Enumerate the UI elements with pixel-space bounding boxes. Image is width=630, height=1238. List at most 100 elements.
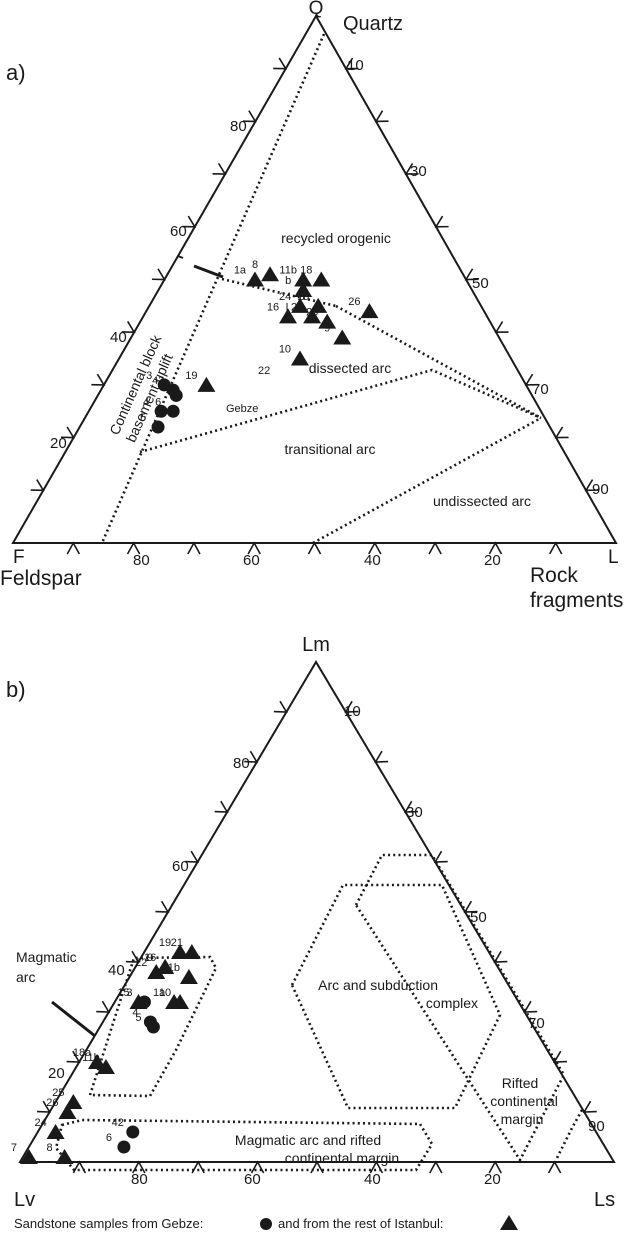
- b-point-label-9: 9: [147, 952, 153, 964]
- apex-ls-label: Ls: [594, 1189, 615, 1211]
- a-tick-bottom-60: 60: [243, 552, 260, 569]
- a-point-triangle-1a: [245, 271, 264, 287]
- panel-a-left-tick-8: [242, 110, 257, 123]
- a-tick-right-30: 30: [410, 163, 427, 180]
- panel-a-right-tick-5: [464, 268, 479, 281]
- a-point-triangle-18: [312, 271, 331, 287]
- panel-a-qfl-diagram: Q Quartz F Feldspar L Rock fragments a) …: [0, 0, 623, 612]
- a-point-label-4: 4: [143, 396, 149, 408]
- b-tick-left-80: 80: [233, 755, 250, 772]
- apex-lm-label: Lm: [302, 634, 330, 656]
- b-point-triangle-21: [182, 944, 201, 959]
- a-point-triangle-10: [290, 350, 309, 366]
- panel-b-bottom-tick-2: [488, 1160, 502, 1174]
- a-point-triangle-19: [197, 376, 216, 392]
- magmatic-arc-line-2: arc: [16, 969, 35, 985]
- a-point-circle-7: [169, 388, 183, 402]
- panel-b-label: b): [6, 677, 26, 702]
- a-point-label-5: 5: [140, 412, 146, 424]
- b-point-label-7: 7: [11, 1142, 17, 1154]
- a-point-triangle-21: [303, 308, 322, 324]
- b-point-label-42: 42: [112, 1117, 124, 1129]
- b-point-circle-42: [126, 1125, 140, 1139]
- arc-subduction-line-2: complex: [426, 995, 478, 1011]
- panel-a-ticks: [30, 57, 599, 555]
- panel-b-ticks: [37, 700, 597, 1174]
- arc-subduction-line-1: Arc and subduction: [318, 977, 438, 993]
- panel-b-left-tick-1: [37, 1100, 52, 1113]
- legend-istanbul-text: and from the rest of Istanbul:: [278, 1216, 443, 1231]
- panel-b-bottom-tick-7: [191, 1160, 205, 1174]
- a-tick-left-80: 80: [230, 118, 247, 135]
- a-tick-right-10: 10: [347, 57, 364, 74]
- panel-a-tick-stub: [177, 255, 184, 259]
- panel-b-right-tick-1: [344, 700, 359, 713]
- b-left-value-40: 40: [108, 962, 125, 979]
- field-arc-subduction-label: Arc and subduction complex: [318, 977, 478, 1011]
- b-point-triangle-26: [58, 1104, 77, 1119]
- panel-a-bottom-tick-3: [428, 541, 442, 555]
- b-point-label-21: 21: [171, 937, 183, 949]
- field-magmatic-arc-label: Magmatic arc: [16, 949, 81, 985]
- b-point-circle-6: [117, 1140, 131, 1154]
- b-tick-bottom-40: 40: [364, 1171, 381, 1188]
- magmatic-arc-line-1: Magmatic: [16, 949, 77, 965]
- b-tick-bottom-20: 20: [484, 1171, 501, 1188]
- b-tick-right-70: 70: [528, 1015, 545, 1032]
- panel-a-bottom-tick-2: [488, 541, 503, 555]
- panel-a-left-tick-9: [273, 57, 288, 70]
- field-rifted-margin-right-outline: [554, 1109, 584, 1161]
- a-point-triangle-25: [318, 313, 337, 329]
- panel-a-right-tick-9: [584, 479, 599, 492]
- panel-b-right-tick-9: [582, 1100, 597, 1113]
- panel-a-bottom-tick-1: [548, 541, 563, 555]
- magmatic-rifted-line-2: continental margin: [285, 1150, 399, 1166]
- a-tick-right-90: 90: [592, 481, 609, 498]
- panel-b-right-tick-3: [403, 800, 418, 813]
- a-point-label-10: 10: [279, 344, 291, 356]
- b-point-label-10: 10: [159, 987, 171, 999]
- panel-a-bottom-tick-8: [126, 541, 141, 555]
- a-point-label-21: 21: [291, 301, 303, 313]
- b-point-label-5: 5: [135, 1012, 141, 1024]
- a-point-triangle-b: [294, 282, 313, 298]
- a-point-label-18: 18: [300, 265, 312, 277]
- panel-a-left-tick-5: [151, 268, 166, 281]
- field-arc-subduction-outline: [290, 883, 502, 1110]
- a-point-label-1a: 1a: [234, 265, 247, 277]
- panel-b-left-tick-2: [66, 1050, 81, 1063]
- panel-a-bottom-tick-9: [66, 541, 81, 555]
- panel-b-left-tick-4: [125, 950, 140, 963]
- a-point-label-24: 24: [279, 291, 291, 303]
- b-point-label-19: 19: [159, 937, 171, 949]
- panel-b-boundary-bar: [51, 1000, 96, 1038]
- panel-a-left-tick-4: [121, 321, 136, 334]
- a-tick-bottom-80: 80: [133, 552, 150, 569]
- a-point-label-6: 6: [155, 396, 161, 408]
- a-point-label-8: 8: [252, 259, 258, 271]
- b-point-triangle-22: [147, 964, 166, 979]
- legend-gebze-text: Sandstone samples from Gebze:: [14, 1216, 203, 1231]
- b-point-triangle-24: [46, 1124, 65, 1139]
- panel-a-left-tick-1: [30, 479, 45, 492]
- a-point-triangle-8: [261, 266, 280, 282]
- panel-b-right-tick-8: [552, 1050, 567, 1063]
- rifted-line-3: margin: [501, 1111, 544, 1127]
- panel-b-left-tick-6: [185, 850, 200, 863]
- b-point-triangle-1b: [179, 969, 198, 984]
- annotation-gebze: Gebze: [226, 403, 258, 415]
- b-point-label-16: 16: [144, 952, 156, 964]
- a-tick-right-50: 50: [472, 275, 489, 292]
- a-tick-right-70: 70: [532, 381, 549, 398]
- panel-a-left-tick-6: [182, 215, 197, 228]
- panel-a-right-tick-2: [374, 110, 389, 123]
- panel-a-bottom-tick-4: [368, 541, 382, 555]
- panel-a-field-boundaries: [100, 33, 542, 545]
- b-point-triangle-10: [171, 994, 190, 1009]
- b-point-triangle-19: [170, 944, 189, 959]
- a-point-label-9: 9: [324, 322, 330, 334]
- b-point-label-26: 26: [46, 1097, 58, 1109]
